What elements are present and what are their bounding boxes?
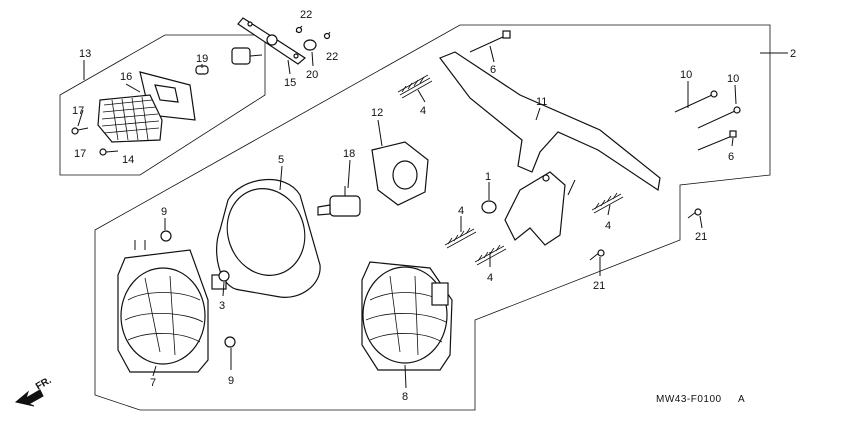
front-arrow-icon [14,389,44,407]
screw-17a [71,127,89,135]
leader-lines [77,45,788,389]
callout-10b: 10 [727,73,739,85]
screw-17b [99,148,119,156]
callout-9b: 9 [228,375,234,387]
bolt-21a [687,208,702,219]
spring-4a [397,74,433,99]
callout-3: 3 [219,300,225,312]
callout-18: 18 [343,148,355,160]
socket-cover-12 [371,141,429,206]
callout-5: 5 [278,154,284,166]
callout-21b: 21 [593,280,605,292]
headlight-bulb-18 [317,186,361,217]
callout-21a: 21 [695,231,707,243]
headlight-unit-8 [361,261,453,371]
grommet-20 [303,39,317,51]
spring-4d [591,192,624,214]
rim-5 [216,179,321,298]
lens-assembly [97,71,196,143]
diagram-code: MW43-F0100 [656,394,722,405]
callout-20: 20 [306,69,318,81]
bolt-6a [469,30,511,53]
screw-22a [295,25,303,34]
callout-4a: 4 [420,105,426,117]
stay-plate-15 [237,17,307,65]
callout-4c: 4 [487,272,493,284]
socket [231,47,263,65]
callout-11: 11 [536,96,547,108]
bolt-6b [697,130,737,151]
callout-2: 2 [790,48,796,60]
adjust-screw-10b [697,106,741,129]
callout-7: 7 [150,377,156,389]
callout-12: 12 [371,107,383,119]
grommet-1 [481,200,497,214]
bolt-21b [589,249,605,261]
callout-9a: 9 [161,206,167,218]
clip-3 [218,270,230,282]
callout-17b: 17 [74,148,86,160]
adjust-screw-10a [674,90,718,113]
callout-8: 8 [402,391,408,403]
diagram-code-suffix: A [738,394,745,405]
callout-14: 14 [122,154,134,166]
front-label: FR. [34,375,54,393]
callout-4b: 4 [458,205,464,217]
nut-9b [224,336,236,348]
screw-22b [323,31,331,40]
nut-9a [160,230,172,242]
callout-4d: 4 [605,220,611,232]
callout-6b: 6 [728,151,734,163]
callout-16: 16 [120,71,132,83]
bracket-11 [439,51,661,246]
callout-22a: 22 [300,9,312,21]
callout-22b: 22 [326,51,338,63]
headlight-unit-7 [117,240,227,373]
spring-4b [444,227,477,249]
callout-10a: 10 [680,69,692,81]
callout-19: 19 [196,53,208,65]
group-outline-lamp-assembly [94,24,771,411]
callout-15: 15 [284,77,296,89]
callout-17a: 17 [72,105,84,117]
callout-6a: 6 [490,64,496,76]
callout-1: 1 [485,171,491,183]
group-outline-taillight [59,34,266,176]
callout-13: 13 [79,48,91,60]
